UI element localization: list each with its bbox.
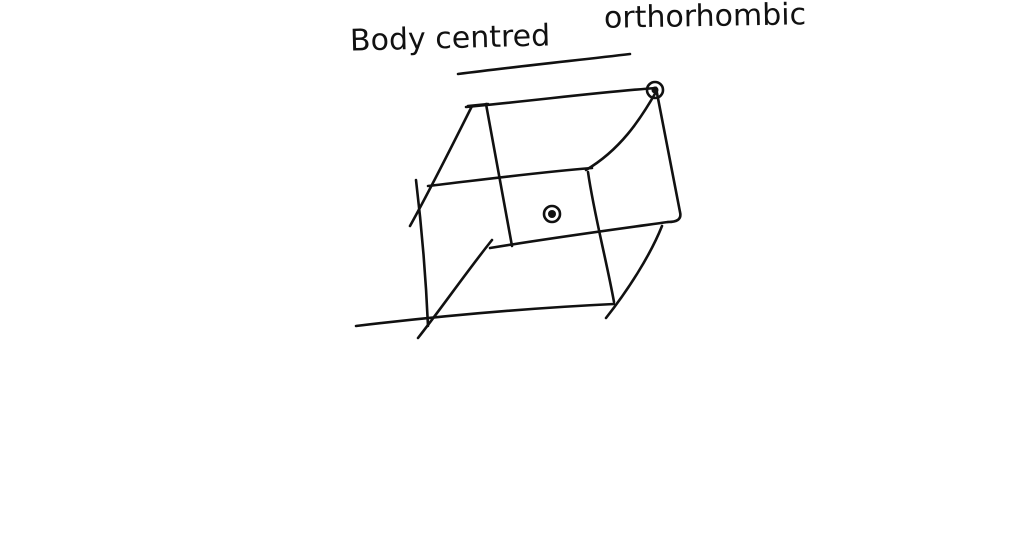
title-underline <box>456 52 632 76</box>
front-face-bottom-edge <box>354 302 616 328</box>
back-face-left-edge <box>484 102 514 248</box>
edge-bottom-left <box>416 238 494 340</box>
edge-top-right <box>584 90 658 172</box>
corner-atom <box>645 80 665 100</box>
back-face-right-edge <box>654 86 682 224</box>
back-face-bottom-edge <box>488 220 670 250</box>
front-face-right-edge <box>586 170 616 304</box>
front-face-top-edge <box>426 166 594 188</box>
edge-top-left <box>408 104 474 228</box>
back-face-top-edge <box>464 86 658 109</box>
edge-bottom-right <box>604 224 664 320</box>
front-face-left-edge <box>414 178 430 328</box>
body-centre-atom <box>542 204 562 224</box>
corner-mark <box>466 102 490 108</box>
